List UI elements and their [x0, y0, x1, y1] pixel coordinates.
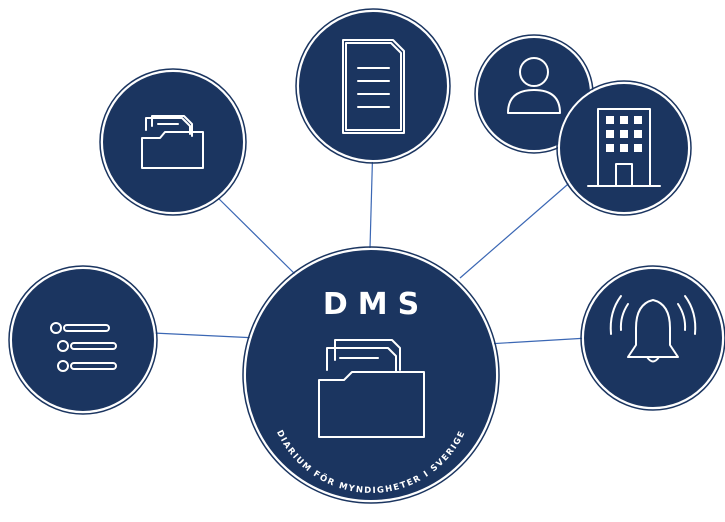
node-document — [295, 8, 451, 164]
bell-icon — [609, 295, 697, 363]
node-folder — [99, 68, 247, 216]
checklist-icon — [50, 322, 117, 372]
node-checklist — [8, 265, 158, 415]
building-icon — [587, 108, 661, 187]
user-icon — [507, 57, 561, 114]
folder-with-documents-icon — [318, 339, 425, 438]
folder-icon — [141, 115, 204, 169]
hub-node: DMS DIARIUM FÖR MYNDIGHETER I SVERIGE — [242, 246, 500, 504]
connector-building — [459, 164, 591, 279]
node-building — [556, 80, 692, 216]
node-notification — [580, 265, 725, 411]
connector-folder — [209, 189, 304, 283]
document-icon — [342, 39, 405, 134]
hub-title: DMS — [323, 287, 429, 322]
